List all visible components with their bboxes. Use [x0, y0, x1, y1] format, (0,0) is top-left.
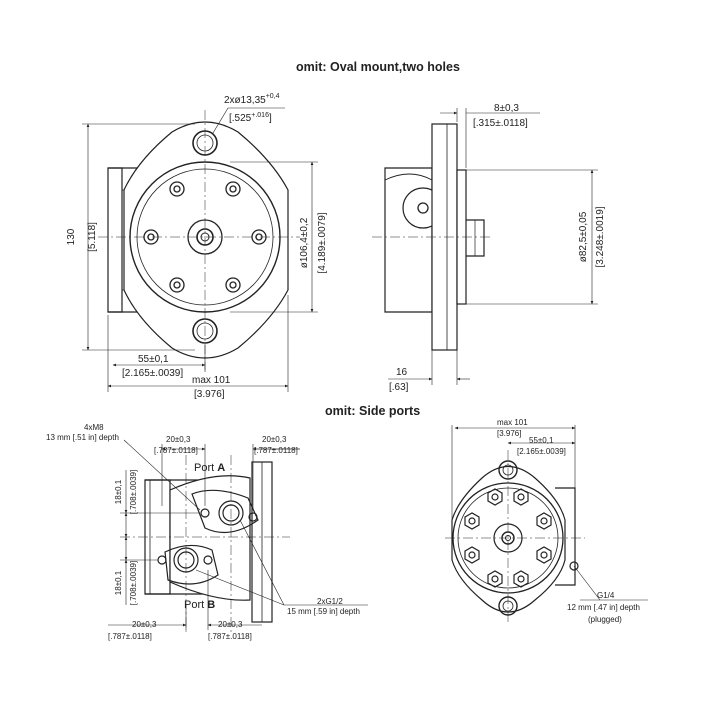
width-dimension: max 101 [192, 375, 231, 386]
vertical-top-dimension: 18±0,1 [114, 479, 123, 504]
pilot-dimension-inch: [3.248±.0019] [595, 206, 606, 267]
depth-dimension-inch: [.63] [389, 382, 409, 393]
rear-view [445, 425, 648, 625]
bottom-left-dimension-inch: [.787±.0118] [108, 632, 152, 641]
ports-view-dimensions: 4xM8 13 mm [.51 in] depth 20±0,3 [.787±.… [46, 423, 360, 641]
height-dimension-inch: [5.118] [87, 222, 98, 252]
depth-dimension: 16 [396, 367, 408, 378]
bottom-left-dimension: 20±0,3 [132, 620, 157, 629]
hole-dimension: 2xø13,35+0,4 [224, 93, 280, 106]
port-b-label: Port B [184, 599, 215, 611]
vertical-top-dimension-inch: [.708±.0039] [129, 470, 138, 514]
pcd-dimension: ø106,4±0,2 [299, 217, 310, 268]
offset-dimension: 55±0,1 [138, 354, 169, 365]
flange-dimension-inch: [.315±.0118] [473, 118, 528, 129]
pitch-left-dimension: 20±0,3 [166, 435, 191, 444]
front-view-dimensions: 2xø13,35+0,4 [.525+.016] 130 [5.118] ø10… [66, 93, 328, 400]
section-title-side-ports: omit: Side ports [325, 404, 421, 418]
offset-dimension-inch: [2.165±.0039] [122, 368, 183, 379]
width-dimension-inch: [3.976] [194, 389, 225, 400]
height-dimension: 130 [66, 228, 77, 245]
side-view [372, 108, 598, 385]
rear-view-dimensions: max 101 [3.976] 55±0,1 [2.165±.0039] G1/… [497, 418, 640, 624]
port-depth-callout: 15 mm [.59 in] depth [287, 607, 360, 616]
pilot-dimension: ø82,5±0,05 [578, 211, 589, 262]
port-a-label: Port A [194, 462, 225, 474]
thread-depth-callout: 13 mm [.51 in] depth [46, 433, 119, 442]
pitch-left-dimension-inch: [.787±.0118] [154, 446, 198, 455]
drain-callout: G1/4 [597, 591, 615, 600]
section-title-oval-mount: omit: Oval mount,two holes [296, 60, 460, 74]
rear-offset-dimension-inch: [2.165±.0039] [517, 447, 566, 456]
rear-width-dimension: max 101 [497, 418, 528, 427]
rear-width-dimension-inch: [3.976] [497, 429, 521, 438]
side-view-dimensions: 8±0,3 [.315±.0118] ø82,5±0,05 [3.248±.00… [389, 103, 606, 393]
pitch-right-dimension-inch: [.787±.0118] [254, 446, 298, 455]
vertical-bottom-dimension: 18±0,1 [114, 570, 123, 595]
drain-depth-callout: 12 mm [.47 in] depth [567, 603, 640, 612]
flange-dimension: 8±0,3 [494, 103, 519, 114]
bottom-right-dimension-inch: [.787±.0118] [208, 632, 252, 641]
thread-callout: 4xM8 [84, 423, 104, 432]
vertical-bottom-dimension-inch: [.708±.0039] [129, 561, 138, 605]
bottom-right-dimension: 20±0,3 [218, 620, 243, 629]
ports-view [108, 439, 368, 635]
pcd-dimension-inch: [4.189±.0079] [317, 212, 328, 273]
hole-dimension-inch: [.525+.016] [229, 112, 272, 124]
drain-note: (plugged) [588, 615, 622, 624]
front-view [82, 107, 318, 392]
rear-offset-dimension: 55±0,1 [529, 436, 554, 445]
pitch-right-dimension: 20±0,3 [262, 435, 287, 444]
port-size-callout: 2xG1/2 [317, 597, 343, 606]
